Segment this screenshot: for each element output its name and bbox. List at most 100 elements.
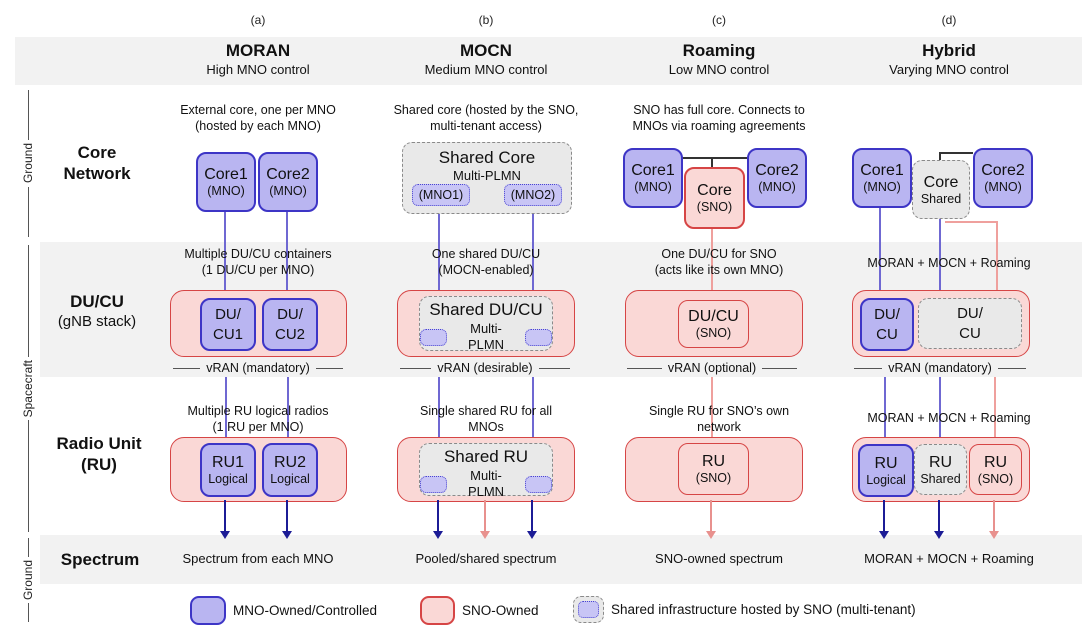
hybrid-ru-sno-box: RU (SNO) [969,444,1022,495]
spectrum-band [40,535,1082,584]
row-label-line: Network [63,164,131,183]
box-title: Core2 [981,162,1025,179]
roaming-ducu-sno-box: DU/CU (SNO) [678,300,749,348]
moran-ducu2-box: DU/ CU2 [262,298,318,351]
hybrid-ru-note: MORAN + MOCN + Roaming [867,411,1031,425]
vran-text: vRAN (optional) [667,361,757,375]
hybrid-ru-logical-box: RU Logical [858,444,914,497]
tenant-mini-box [420,328,448,346]
row-label-spectrum: Spectrum [60,550,140,569]
connector-line [286,208,288,298]
row-label-line: (RU) [81,455,117,474]
box-subtitle: Shared [920,471,961,486]
note-line: Multiple RU logical radios [187,404,329,418]
moran-ducu1-box: DU/ CU1 [200,298,256,351]
mocn-shared-ducu-box: Shared DU/CU Multi-PLMN [419,296,553,352]
moran-ru1-box: RU1 Logical [200,443,256,497]
note-line: (1 DU/CU per MNO) [201,263,315,277]
note-line: Multiple DU/CU containers [184,247,332,261]
box-title: RU [701,453,726,470]
side-label-ground-top: Ground [21,143,35,184]
legend-swatch-shared-inner [578,601,599,618]
box-subtitle: (SNO) [695,471,732,485]
box-title: Core1 [631,162,675,179]
hybrid-ru-shared-box: RU Shared [914,444,967,495]
hybrid-vran-label: vRAN (mandatory) [854,361,1026,375]
box-title: RU2 [273,454,306,471]
connector-line [532,212,534,298]
legend-item-mno: MNO-Owned/Controlled [190,596,377,625]
header-subtitle: Medium MNO control [424,62,548,77]
roaming-core-note: SNO has full core. Connects to MNOs via … [589,102,849,134]
box-subtitle: Logical [270,472,310,486]
rail-line [27,420,29,532]
connector-line [225,377,227,437]
vran-rule [315,367,343,369]
box-title: Core [923,173,959,191]
connector-line [939,377,941,437]
box-title: RU [874,454,898,472]
legend-item-shared: Shared infrastructure hosted by SNO (mul… [573,596,916,623]
roaming-ru-note: Single RU for SNO’s own network [589,403,849,435]
side-label-ground-bottom: Ground [21,559,35,601]
header-subtitle: Varying MNO control [889,62,1009,77]
moran-core2-box: Core2 (MNO) [258,152,318,212]
legend-swatch-mno [190,596,226,625]
note-line: (1 RU per MNO) [212,420,304,434]
row-label-ducu: DU/CU (gNB stack) [38,291,156,331]
spectrum-arrow [479,500,490,539]
moran-vran-label: vRAN (mandatory) [173,361,343,375]
note-line: MNOs [468,420,504,434]
box-line: CU [876,325,898,343]
spectrum-arrow [526,500,537,539]
box-title: Core2 [755,162,799,179]
mocn-tenant-mno2-box: (MNO2) [504,184,562,206]
roaming-spectrum-label: SNO-owned spectrum [655,551,783,566]
tenant-mini-box [524,328,552,346]
spectrum-arrow [705,500,716,539]
box-subtitle: (MNO) [207,184,245,198]
connector-line [224,208,226,298]
legend-swatch-sno [420,596,455,625]
mocn-ru-note: Single shared RU for all MNOs [356,403,616,435]
hybrid-ducu-note: MORAN + MOCN + Roaming [867,256,1031,270]
row-label-line: Radio Unit [56,434,142,453]
row-label-radio-unit: Radio Unit (RU) [35,433,163,475]
connector-line [939,217,941,298]
box-subtitle: Logical [866,472,906,487]
box-line: CU [959,324,981,342]
column-header-roaming: Roaming Low MNO control [599,41,839,78]
mocn-shared-core-box: Shared Core Multi-PLMN (MNO1) (MNO2) [402,142,572,214]
box-line: DU/ [215,305,241,323]
vran-text: vRAN (desirable) [437,361,533,375]
hybrid-core1-box: Core1 (MNO) [852,148,912,208]
vran-rule [997,367,1026,369]
box-subtitle: (MNO) [863,180,901,194]
vran-rule [627,367,662,369]
mocn-vran-label: vRAN (desirable) [400,361,571,375]
box-title: RU [983,453,1008,471]
box-line: DU/ [277,305,303,323]
note-line: (hosted by each MNO) [195,119,321,133]
spectrum-arrow [219,500,230,539]
spectrum-arrow [281,500,292,539]
column-header-moran: MORAN High MNO control [138,41,378,78]
box-subtitle: (MNO) [758,180,796,194]
row-label-line: (gNB stack) [57,313,137,330]
box-subtitle: (SNO) [977,471,1014,486]
vran-rule [538,367,571,369]
spectrum-arrow [933,500,944,539]
moran-ducu-note: Multiple DU/CU containers (1 DU/CU per M… [128,246,388,278]
box-line: CU2 [274,325,305,343]
legend-swatch-shared [573,596,604,623]
box-title: Core1 [860,162,904,179]
box-subtitle: (MNO) [269,184,307,198]
vran-rule [762,367,798,369]
connector-line [532,377,534,437]
connector-line [884,377,886,437]
box-subtitle: (MNO) [634,180,672,194]
hybrid-core-shared-box: Core Shared [912,160,970,219]
spectrum-arrow [878,500,889,539]
core-link-line [939,152,973,154]
